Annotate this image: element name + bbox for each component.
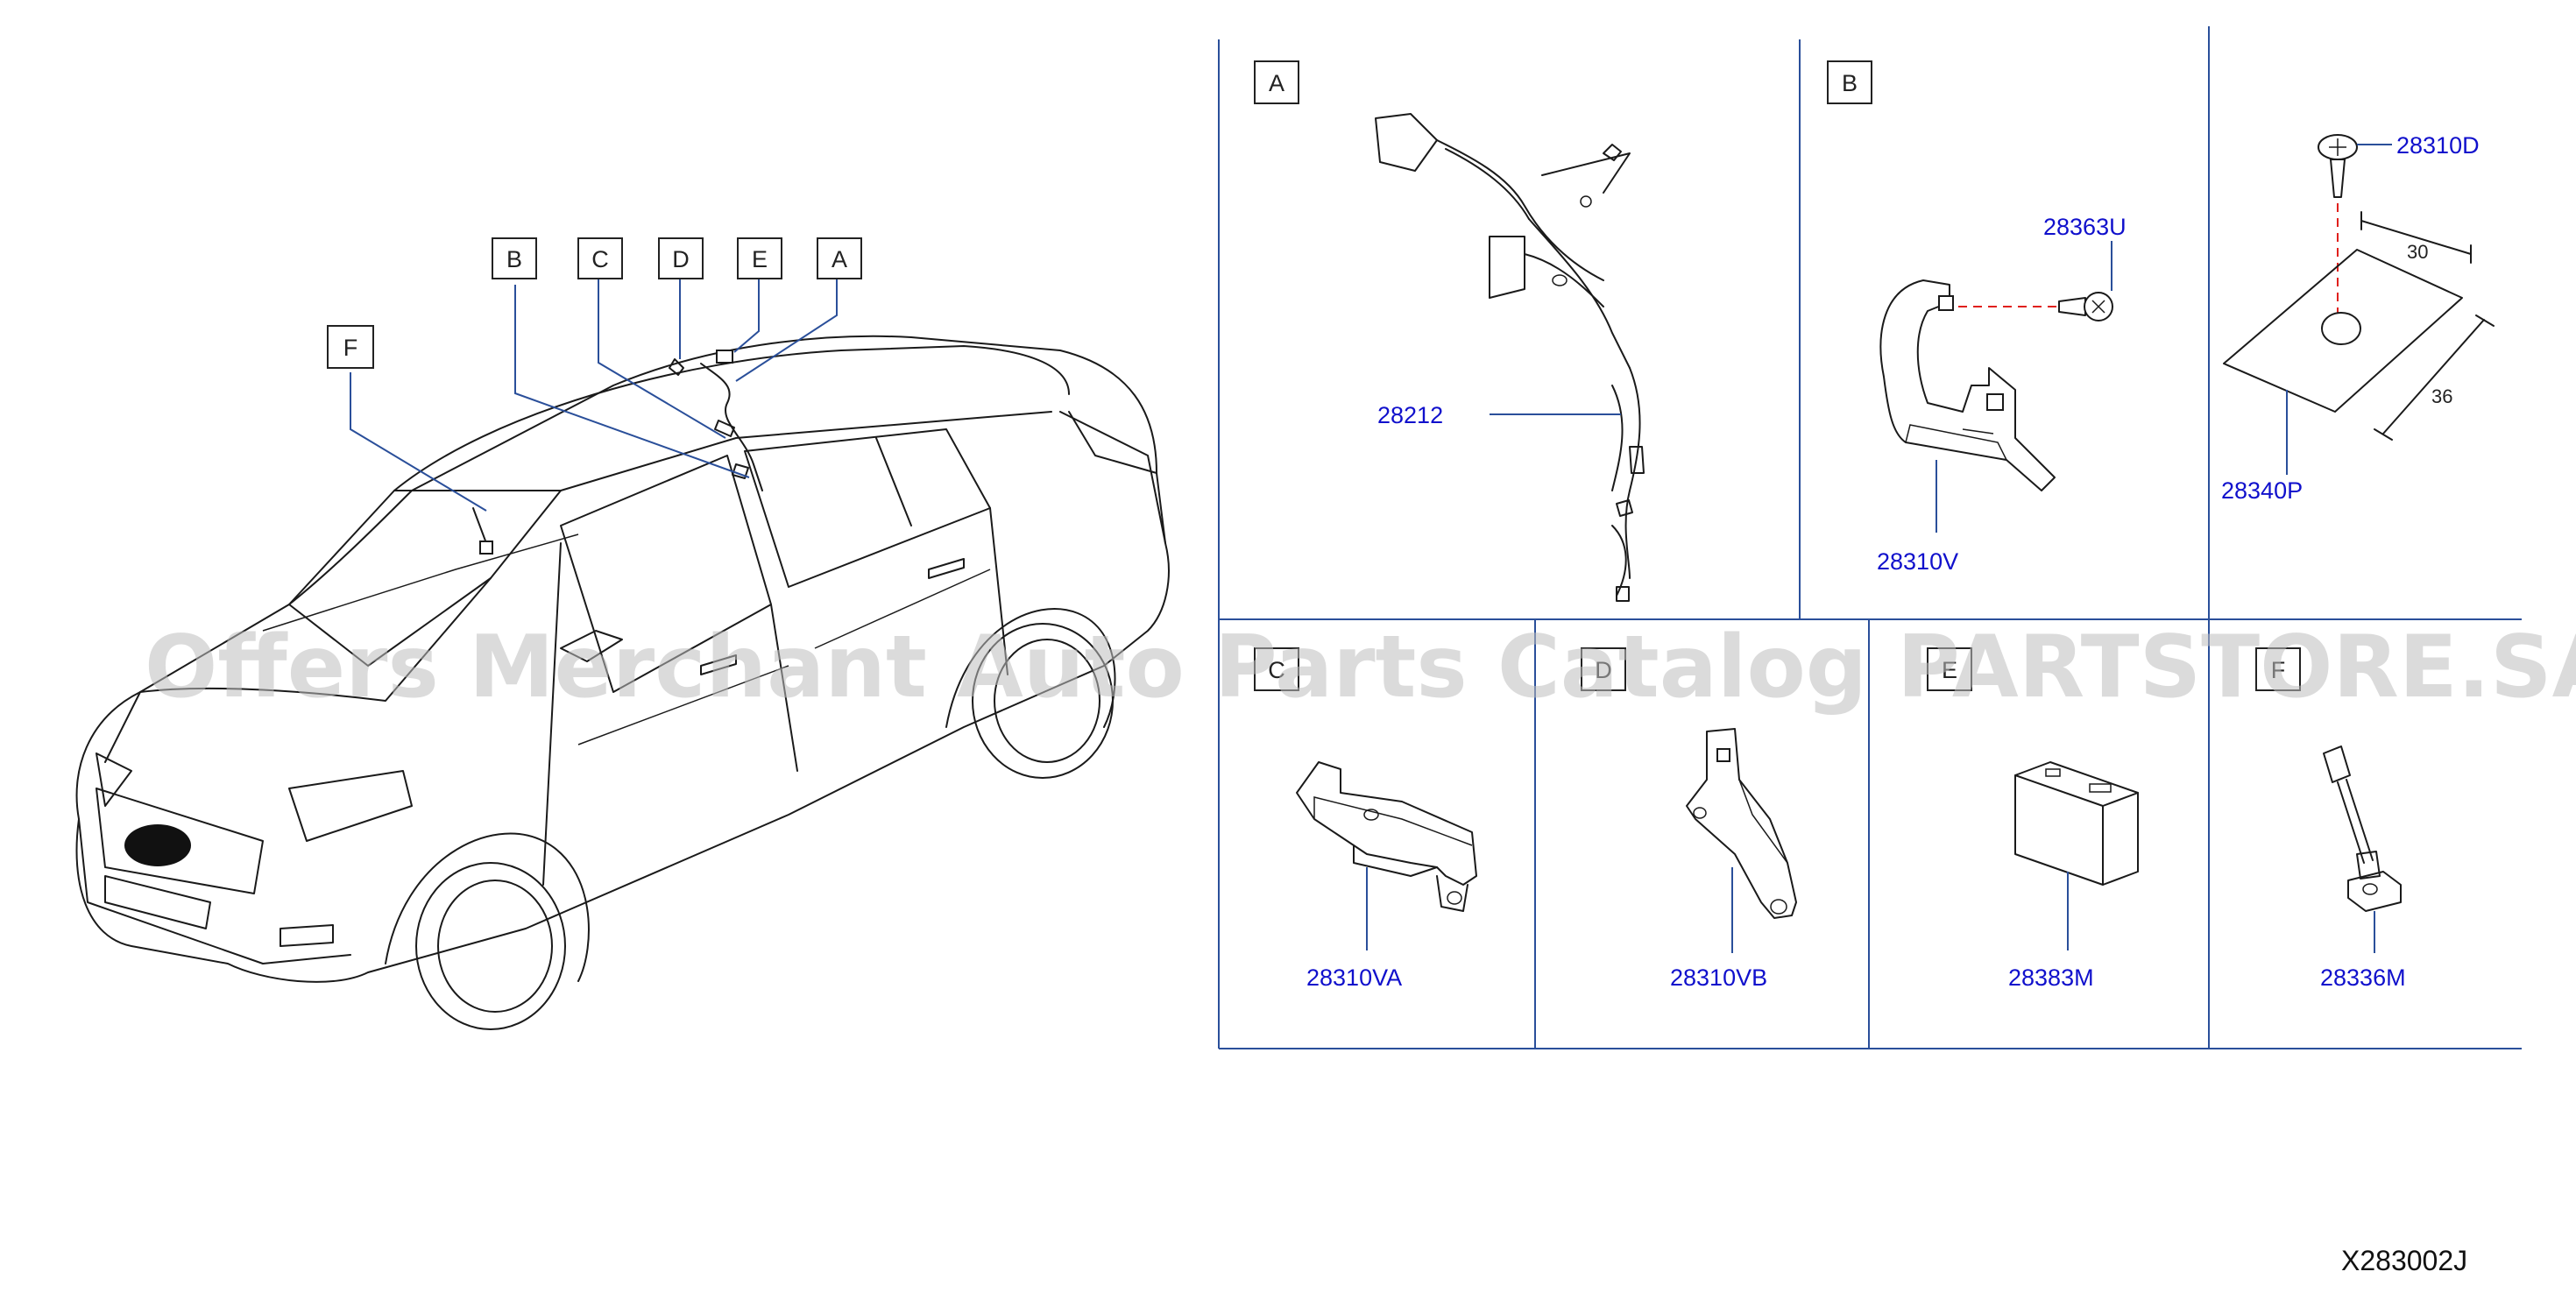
part-number-28363u: 28363U (2043, 214, 2127, 240)
car-illustration (75, 335, 1170, 1030)
panel-d: D 28310VB (1581, 647, 1797, 991)
panel-b: B 28363U 28310V (1827, 60, 2127, 575)
panel-d-label: D (1595, 657, 1612, 683)
svg-text:A: A (832, 246, 847, 272)
panel-f: F 28336M (2255, 647, 2406, 991)
callout-e: E (737, 237, 782, 279)
callout-c: C (577, 237, 623, 279)
callout-b: B (492, 237, 537, 279)
dimension-marks: 30 36 (2360, 211, 2495, 441)
panel-a: A 28212 (1254, 60, 1645, 602)
panel-b-label: B (1842, 70, 1858, 96)
bracket-28310va-part (1296, 761, 1477, 912)
roof-harness-part (1375, 113, 1645, 602)
part-number-28340p: 28340P (2221, 477, 2303, 504)
bracket-28310v-part (1879, 279, 2056, 491)
dim-36-a: 36 (2431, 385, 2452, 407)
sensor-28336m-part (2323, 745, 2402, 912)
svg-text:D: D (672, 246, 690, 272)
part-number-28310va: 28310VA (1306, 964, 1402, 991)
svg-text:E: E (752, 246, 768, 272)
screw-28310d-part (2318, 134, 2358, 198)
car-callout-leaders (350, 279, 838, 512)
car-callouts: B C D E A F (327, 237, 862, 369)
svg-text:B: B (506, 246, 522, 272)
svg-text:F: F (343, 335, 358, 361)
panel-f-label: F (2271, 657, 2286, 683)
panel-c-label: C (1268, 657, 1285, 683)
panel-c: C 28310VA (1254, 647, 1477, 991)
part-number-28310d: 28310D (2396, 132, 2480, 159)
module-28383m-part (2014, 761, 2139, 886)
part-number-28336m: 28336M (2320, 964, 2406, 991)
callout-f: F (327, 325, 374, 369)
part-number-28212: 28212 (1377, 402, 1443, 428)
panel-pad: 28310D 30 36 28340P (2221, 132, 2495, 504)
callout-d: D (658, 237, 704, 279)
part-number-28383m: 28383M (2008, 964, 2094, 991)
pad-28340p-part (2223, 249, 2463, 413)
panel-a-label: A (1269, 70, 1284, 96)
dim-30-a: 30 (2407, 241, 2428, 263)
panel-e: E 28383M (1927, 647, 2139, 991)
bracket-28310vb-part (1686, 728, 1797, 919)
part-number-28310vb: 28310VB (1670, 964, 1767, 991)
watermark: Offers Merchant Auto Parts Catalog PARTS… (145, 618, 2576, 717)
bolt-28363u-part (2058, 292, 2113, 321)
svg-text:C: C (591, 246, 609, 272)
callout-a: A (817, 237, 862, 279)
panel-e-label: E (1942, 657, 1957, 683)
diagram-code: X283002J (2341, 1245, 2467, 1276)
panel-grid (1218, 26, 2522, 1049)
part-number-28310v: 28310V (1877, 548, 1958, 575)
